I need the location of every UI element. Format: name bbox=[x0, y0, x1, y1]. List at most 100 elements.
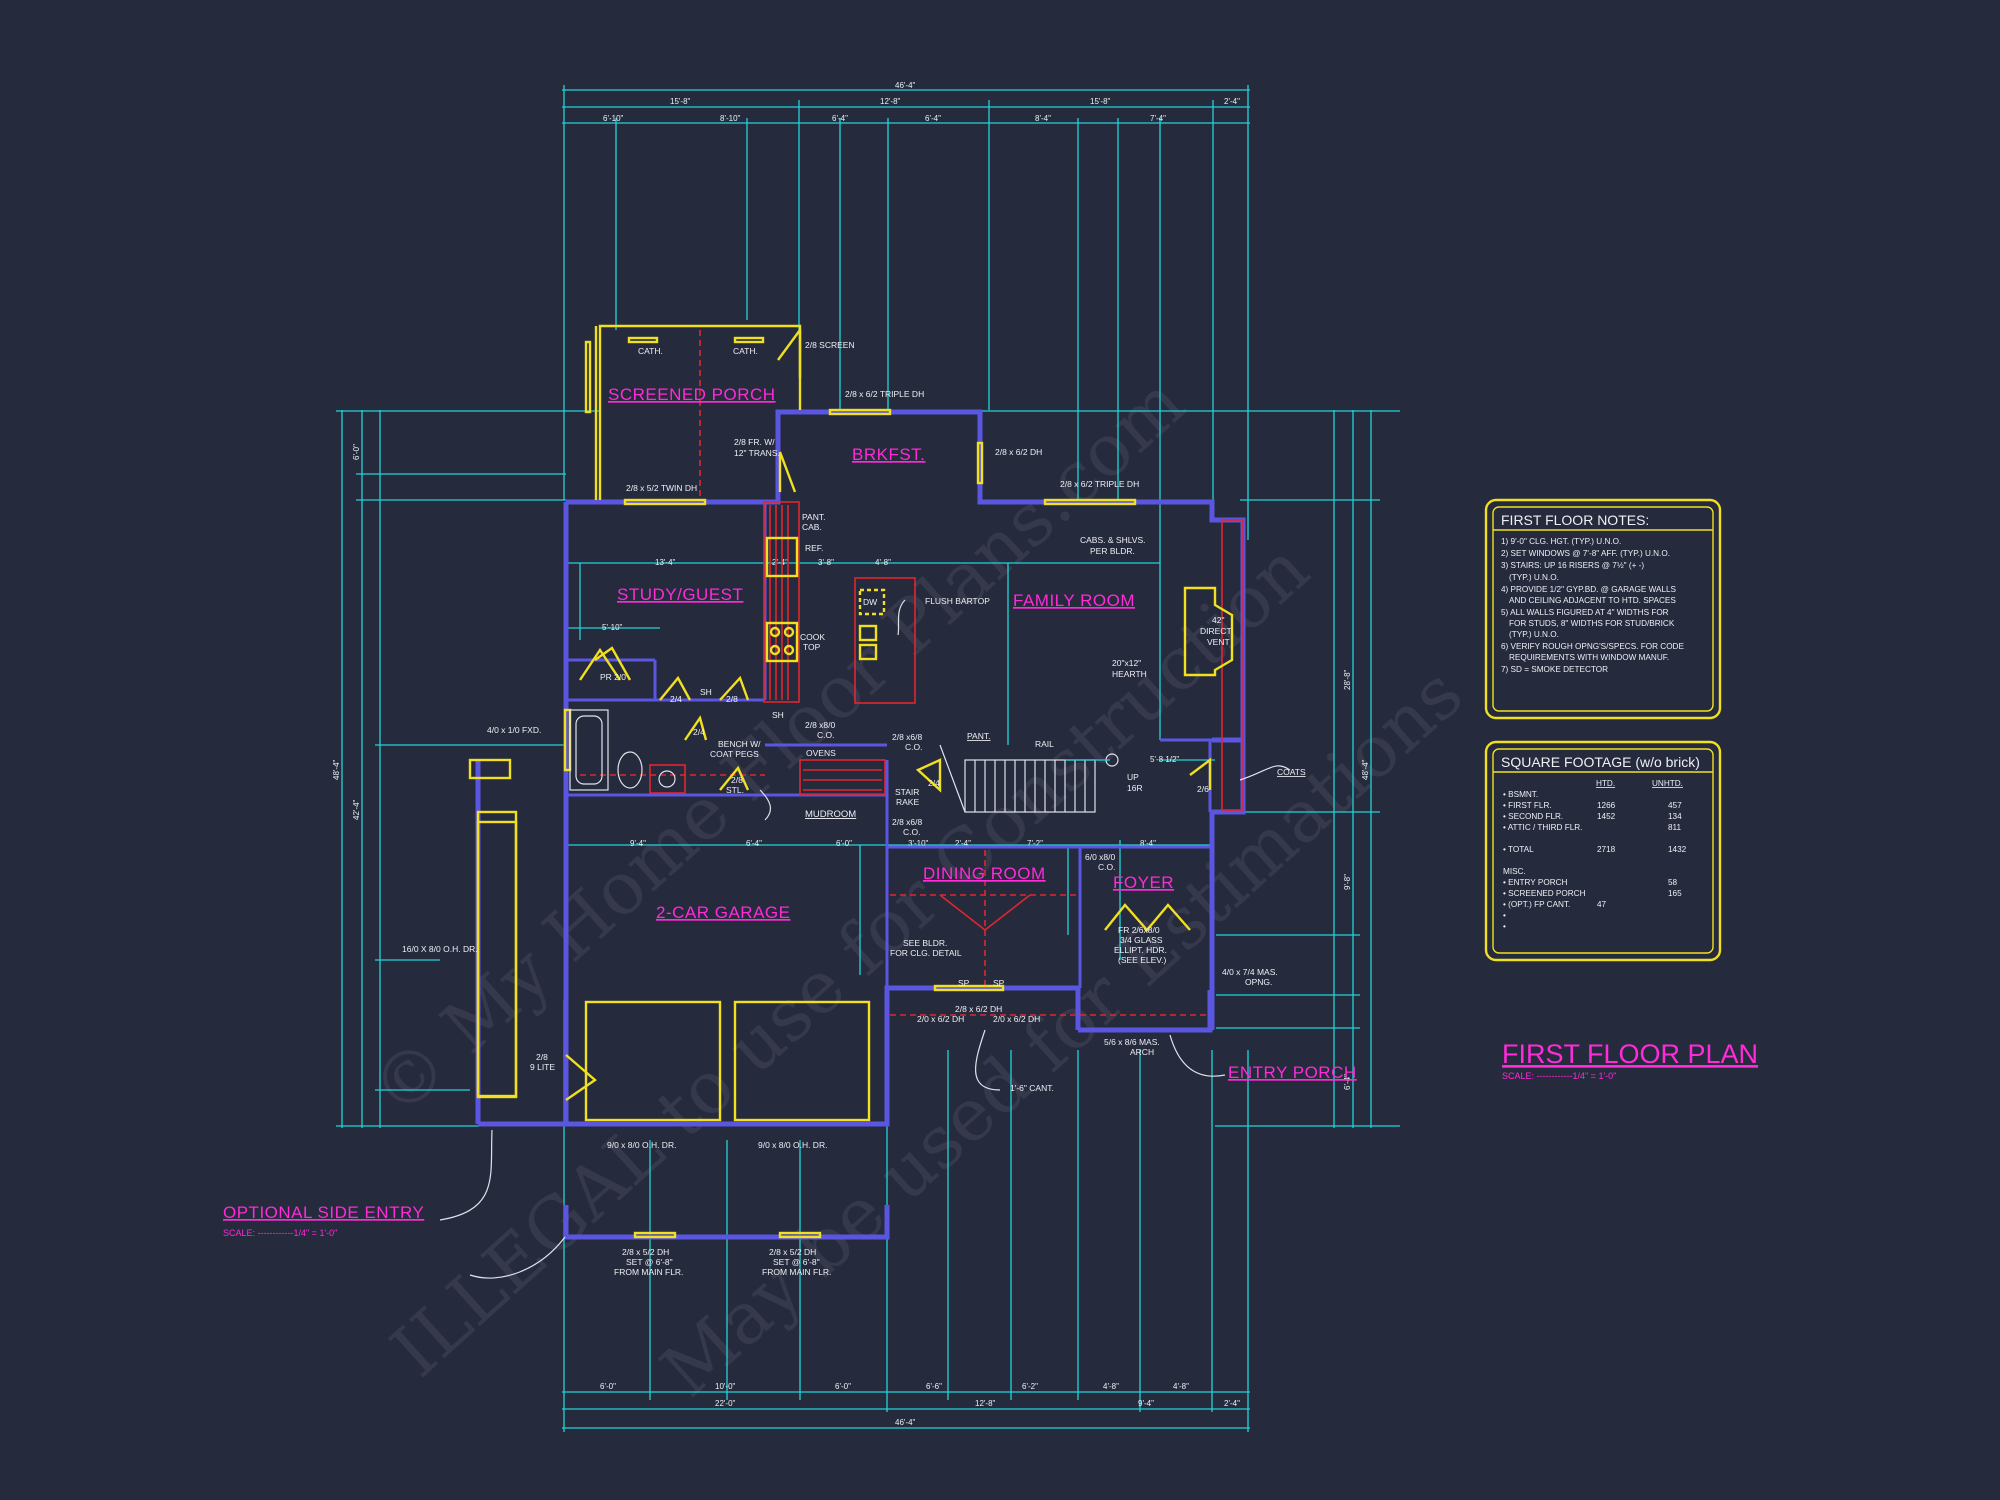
label-optional-side-entry: OPTIONAL SIDE ENTRY bbox=[223, 1203, 424, 1222]
note-cooktop-2: TOP bbox=[803, 642, 821, 652]
note-d28a: 2/8 bbox=[726, 694, 738, 704]
note-dh-dining: 2/8 x 6/2 DH bbox=[955, 1004, 1002, 1014]
dim-int-1: 13'-4" bbox=[655, 558, 676, 567]
dim-bot-r2-1: 22'-0" bbox=[715, 1399, 736, 1408]
leaders bbox=[439, 599, 1291, 1279]
dim-top-r2-4: 2'-4" bbox=[1224, 97, 1240, 106]
dimension-lines bbox=[336, 85, 1400, 1432]
note-hearth-2: HEARTH bbox=[1112, 669, 1147, 679]
first-floor-notes: FIRST FLOOR NOTES: 1) 9'-0" CLG. HGT. (T… bbox=[1484, 498, 1722, 720]
note-mas-arch-2: ARCH bbox=[1130, 1047, 1154, 1057]
sqft-row-5-htd: 2718 bbox=[1597, 845, 1616, 854]
note-hearth-1: 20"x12" bbox=[1112, 658, 1141, 668]
dim-top-r3-3: 6'-4" bbox=[832, 114, 848, 123]
dim-left-overall: 48'-4" bbox=[332, 759, 341, 780]
note-cant: 1'-6" CANT. bbox=[1010, 1083, 1054, 1093]
label-family-room: FAMILY ROOM bbox=[1013, 591, 1135, 610]
watermark: © My Home Floor Plans.com ILLEGAL to use… bbox=[355, 360, 1478, 1413]
note-cath-1: CATH. bbox=[638, 346, 663, 356]
note-screen-door: 2/8 SCREEN bbox=[805, 340, 855, 350]
note-vent-3: VENT bbox=[1207, 637, 1230, 647]
note-win2b: SET @ 6'-8" bbox=[773, 1257, 820, 1267]
sqft-row-2-htd: 1452 bbox=[1597, 812, 1616, 821]
sqft-row-11-label: • bbox=[1503, 911, 1506, 920]
note-win1b: SET @ 6'-8" bbox=[626, 1257, 673, 1267]
note-d24c: 2/4 bbox=[928, 778, 940, 788]
dim-right-sub-3: 6'-4" bbox=[1343, 1074, 1352, 1090]
note-bench-2: COAT PEGS bbox=[710, 749, 759, 759]
dim-right-sub-1: 28'-8" bbox=[1343, 669, 1352, 690]
dim-int-8: 6'-0" bbox=[836, 839, 852, 848]
note-co4: 6/0 x8/0 bbox=[1085, 852, 1116, 862]
note-stl-1: 2/8 bbox=[731, 775, 743, 785]
dim-int-12: 8'-4" bbox=[1140, 839, 1156, 848]
note-d24a: 2/4 bbox=[670, 694, 682, 704]
note-fr-glass-4: (SEE ELEV.) bbox=[1118, 955, 1167, 965]
note-up: UP bbox=[1127, 772, 1139, 782]
notes-item-5: 4) PROVIDE 1/2" GYP.BD. @ GARAGE WALLS bbox=[1501, 585, 1677, 594]
plan-title: FIRST FLOOR PLAN SCALE: ------------1/4"… bbox=[1502, 1039, 1758, 1081]
note-mas-opng-1: 4/0 x 7/4 MAS. bbox=[1222, 967, 1278, 977]
note-co1: 2/8 x8/0 bbox=[805, 720, 836, 730]
room-labels: SCREENED PORCH BRKFST. STUDY/GUEST FAMIL… bbox=[223, 385, 1357, 1238]
note-sh-1: SH bbox=[700, 687, 712, 697]
dim-right-overall: 48'-4" bbox=[1361, 759, 1370, 780]
dim-bot-r1-5: 6'-2" bbox=[1022, 1382, 1038, 1391]
label-dining-room: DINING ROOM bbox=[923, 864, 1046, 883]
sqft-row-2-label: • SECOND FLR. bbox=[1503, 812, 1563, 821]
note-stair-rake-2: RAKE bbox=[896, 797, 919, 807]
notes-title: FIRST FLOOR NOTES: bbox=[1501, 512, 1649, 528]
dim-top-overall: 46'-4" bbox=[895, 81, 916, 90]
label-brkfst: BRKFST. bbox=[852, 445, 925, 464]
note-sp-2: SP bbox=[993, 978, 1005, 988]
dim-right-sub-2: 9'-8" bbox=[1343, 874, 1352, 890]
dim-bot-r1-4: 6'-6" bbox=[926, 1382, 942, 1391]
label-study-guest: STUDY/GUEST bbox=[617, 585, 743, 604]
notes-item-1: 1) 9'-0" CLG. HGT. (TYP.) U.N.O. bbox=[1501, 537, 1621, 546]
dim-top-r3-6: 7'-4" bbox=[1150, 114, 1166, 123]
dim-bot-r1-2: 10'-0" bbox=[715, 1382, 736, 1391]
note-stair-rake: STAIR bbox=[895, 787, 919, 797]
note-coats: COATS bbox=[1277, 767, 1306, 777]
note-triple-dh-top: 2/8 x 6/2 TRIPLE DH bbox=[845, 389, 924, 399]
note-sp-1: SP bbox=[958, 978, 970, 988]
dim-bot-r1-1: 6'-0" bbox=[600, 1382, 616, 1391]
dim-top-r2-1: 15'-8" bbox=[670, 97, 691, 106]
label-mudroom: MUDROOM bbox=[805, 809, 856, 820]
notes-item-3: 3) STAIRS: UP 16 RISERS @ 7½" (+ -) bbox=[1501, 561, 1644, 570]
sqft-row-8-unhtd: 58 bbox=[1668, 878, 1678, 887]
note-pant-cab-2: CAB. bbox=[802, 522, 822, 532]
annotations: CATH. CATH. 2/8 SCREEN 2/8 x 6/2 TRIPLE … bbox=[402, 340, 1306, 1277]
sqft-row-3-unhtd: 811 bbox=[1668, 823, 1681, 832]
sqft-row-7-label: MISC. bbox=[1503, 867, 1526, 876]
first-floor-plan-title: FIRST FLOOR PLAN bbox=[1502, 1039, 1758, 1069]
note-dw: DW bbox=[863, 597, 877, 607]
sqft-row-9-label: • SCREENED PORCH bbox=[1503, 889, 1586, 898]
note-win1c: FROM MAIN FLR. bbox=[614, 1267, 683, 1277]
square-footage: SQUARE FOOTAGE (w/o brick) HTD. UNHTD. •… bbox=[1484, 740, 1722, 962]
stair bbox=[939, 744, 1119, 813]
note-fr-door: 2/8 FR. W/ bbox=[734, 437, 775, 447]
dim-bot-r1-6: 4'-8" bbox=[1103, 1382, 1119, 1391]
note-rail: RAIL bbox=[1035, 739, 1054, 749]
notes-item-12: 7) SD = SMOKE DETECTOR bbox=[1501, 665, 1608, 674]
label-entry-porch: ENTRY PORCH bbox=[1228, 1063, 1357, 1082]
note-co3b: C.O. bbox=[903, 827, 920, 837]
dim-left-sub-1: 42'-4" bbox=[352, 799, 361, 820]
notes-item-8: FOR STUDS, 8" WIDTHS FOR STUD/BRICK bbox=[1509, 619, 1675, 628]
dim-int-9: 3'-10" bbox=[908, 839, 929, 848]
note-pant: PANT. bbox=[967, 731, 990, 741]
note-mas-arch-1: 5/6 x 8/6 MAS. bbox=[1104, 1037, 1160, 1047]
note-vent-1: 42" bbox=[1212, 615, 1224, 625]
dim-int-2: 2'-4" bbox=[772, 558, 788, 567]
note-ovens: OVENS bbox=[806, 748, 836, 758]
fixtures bbox=[468, 329, 1234, 1239]
note-fr-glass-3: ELLIPT. HDR. bbox=[1114, 945, 1167, 955]
note-see-bldr-1: SEE BLDR. bbox=[903, 938, 947, 948]
note-win2a: 2/8 x 5/2 DH bbox=[769, 1247, 816, 1257]
dim-bot-r1-7: 4'-8" bbox=[1173, 1382, 1189, 1391]
note-fr-trans: 12" TRANS. bbox=[734, 448, 780, 458]
dimension-text: 46'-4" 15'-8" 12'-8" 15'-8" 2'-4" 6'-10"… bbox=[332, 81, 1370, 1427]
